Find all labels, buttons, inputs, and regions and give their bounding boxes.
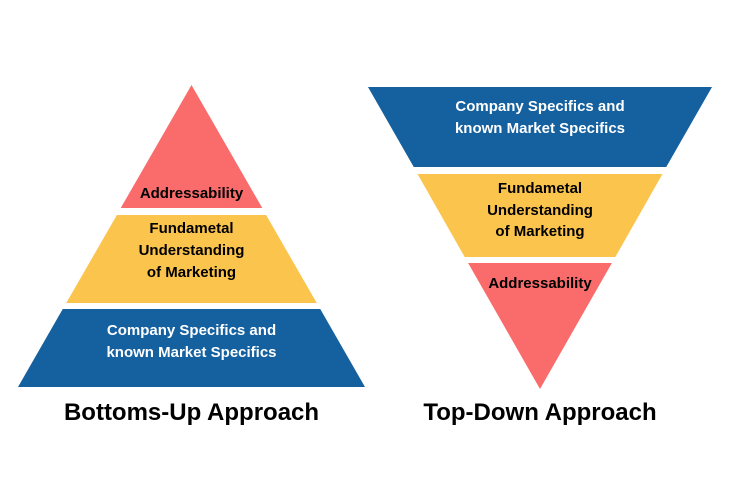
bottoms-up-layer-company-specifics-label: Company Specifics and known Market Speci… — [106, 322, 277, 361]
top-down-layer-addressability: Addressability — [468, 263, 612, 389]
bottoms-up-layer-company-specifics: Company Specifics and known Market Speci… — [18, 309, 365, 387]
bottoms-up-pyramid: Addressability Fundametal Understanding … — [18, 85, 365, 387]
bottoms-up-layer-fundamental-understanding: Fundametal Understanding of Marketing — [66, 215, 317, 303]
top-down-layer-fundamental-understanding: Fundametal Understanding of Marketing — [417, 174, 663, 257]
bottoms-up-layer-fundamental-understanding-label: Fundametal Understanding of Marketing — [138, 220, 245, 281]
bottoms-up-layer-addressability-label: Addressability — [139, 185, 244, 203]
top-down-layer-addressability-label: Addressability — [488, 275, 592, 292]
bottoms-up-layer-addressability: Addressability — [120, 85, 263, 208]
top-down-title: Top-Down Approach — [423, 399, 657, 426]
top-down-layer-company-specifics: Company Specifics and known Market Speci… — [368, 87, 712, 167]
top-down-layer-company-specifics-label: Company Specifics and known Market Speci… — [454, 98, 626, 137]
top-down-pyramid: Company Specifics and known Market Speci… — [368, 87, 712, 389]
bottoms-up-title: Bottoms-Up Approach — [63, 399, 320, 426]
top-down-layer-fundamental-understanding-label: Fundametal Understanding of Marketing — [487, 179, 593, 241]
